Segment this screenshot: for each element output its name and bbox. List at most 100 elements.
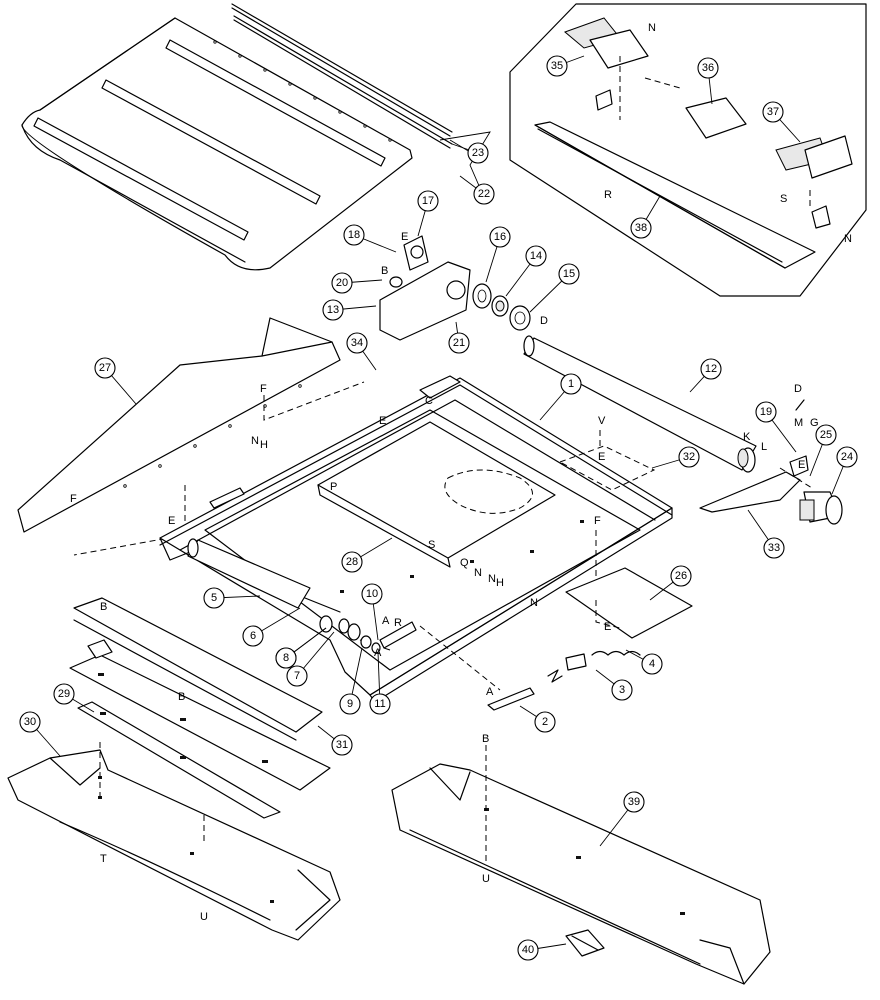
callout-35: 35 — [546, 55, 585, 77]
reference-letter: B — [482, 733, 489, 745]
reference-letter: T — [100, 853, 107, 865]
callout-number: 23 — [472, 147, 484, 159]
callout-circle — [346, 332, 368, 354]
callout-number: 15 — [563, 268, 575, 280]
callout-1: 1 — [539, 373, 582, 421]
reference-letter: F — [70, 493, 77, 505]
callout-number: 6 — [250, 630, 256, 642]
callout-5: 5 — [203, 587, 261, 609]
callout-circle — [242, 625, 264, 647]
reference-letter: E — [798, 459, 805, 471]
reference-letter: S — [780, 193, 787, 205]
pan-30 — [7, 742, 341, 941]
callout-circle — [343, 224, 365, 246]
reference-letter: E — [604, 621, 611, 633]
callout-circle — [286, 665, 308, 687]
reference-letter: R — [394, 617, 402, 629]
reference-letter: N — [844, 233, 852, 245]
callout-circle — [369, 693, 391, 715]
callout-circle — [94, 357, 116, 379]
callout-number: 14 — [530, 250, 542, 262]
callout-circle — [815, 424, 837, 446]
callout-circle — [322, 299, 344, 321]
callout-number: 7 — [294, 670, 300, 682]
callout-number: 35 — [551, 60, 563, 72]
callout-number: 8 — [283, 652, 289, 664]
reference-letter: H — [260, 439, 268, 451]
callout-2: 2 — [519, 705, 556, 733]
callout-number: 33 — [768, 542, 780, 554]
reference-letter: E — [401, 231, 408, 243]
callout-circle — [275, 647, 297, 669]
callout-number: 38 — [635, 222, 647, 234]
callout-circle — [763, 537, 785, 559]
callout-number: 9 — [347, 698, 353, 710]
shield-31 — [69, 597, 331, 819]
callout-13: 13 — [322, 299, 377, 321]
callout-number: 40 — [522, 944, 534, 956]
reference-letter: M — [794, 417, 803, 429]
callout-11: 11 — [369, 651, 391, 715]
callout-number: 32 — [683, 451, 695, 463]
reference-letter: L — [761, 441, 767, 453]
callout-31: 31 — [317, 725, 353, 756]
bracket-13 — [379, 235, 471, 341]
callout-36: 36 — [697, 57, 719, 105]
reference-letter: V — [598, 415, 606, 427]
callout-39: 39 — [599, 791, 645, 847]
reference-letter: S — [428, 539, 435, 551]
callout-number: 25 — [820, 429, 832, 441]
motor-assembly — [699, 399, 843, 525]
callout-circle — [339, 693, 361, 715]
callout-9: 9 — [339, 647, 363, 715]
callout-number: 10 — [366, 588, 378, 600]
reference-letter: D — [794, 383, 802, 395]
reference-letter: E — [168, 515, 175, 527]
callout-25: 25 — [809, 424, 837, 477]
roller-12 — [523, 335, 757, 473]
reference-letter: A — [486, 686, 494, 698]
reference-letter: B — [178, 691, 185, 703]
callout-24: 24 — [831, 446, 858, 495]
reference-letter: B — [100, 601, 107, 613]
reference-letter: N — [251, 435, 259, 447]
callout-33: 33 — [747, 509, 785, 559]
callout-38: 38 — [630, 195, 661, 239]
callout-4: 4 — [625, 649, 663, 675]
callout-circle — [700, 358, 722, 380]
callout-number: 30 — [24, 716, 36, 728]
callout-40: 40 — [517, 939, 567, 961]
callout-circle — [53, 683, 75, 705]
reference-letter: C — [425, 395, 433, 407]
callout-8: 8 — [275, 627, 327, 669]
callout-15: 15 — [529, 263, 580, 313]
callout-circle — [331, 272, 353, 294]
callout-circle — [448, 332, 470, 354]
callout-circle — [755, 401, 777, 423]
callout-number: 29 — [58, 688, 70, 700]
roller-5 — [187, 538, 341, 613]
callout-6: 6 — [242, 607, 301, 647]
callout-number: 12 — [705, 363, 717, 375]
callout-10: 10 — [361, 583, 383, 641]
callout-number: 31 — [336, 739, 348, 751]
reference-letter: E — [379, 415, 386, 427]
callout-circle — [762, 101, 784, 123]
part-40 — [565, 929, 605, 957]
callout-number: 1 — [568, 378, 574, 390]
reference-letter: R — [604, 189, 612, 201]
reference-letter: U — [200, 911, 208, 923]
callout-number: 39 — [628, 796, 640, 808]
reference-letter: G — [810, 417, 819, 429]
callout-29: 29 — [53, 683, 95, 713]
callout-circle — [361, 583, 383, 605]
callout-number: 13 — [327, 304, 339, 316]
inset-box — [509, 3, 867, 297]
callout-28: 28 — [341, 537, 393, 573]
callout-circle — [331, 734, 353, 756]
callout-26: 26 — [649, 565, 692, 601]
callout-19: 19 — [755, 401, 797, 453]
reference-letter: F — [260, 383, 267, 395]
callout-37: 37 — [762, 101, 801, 143]
